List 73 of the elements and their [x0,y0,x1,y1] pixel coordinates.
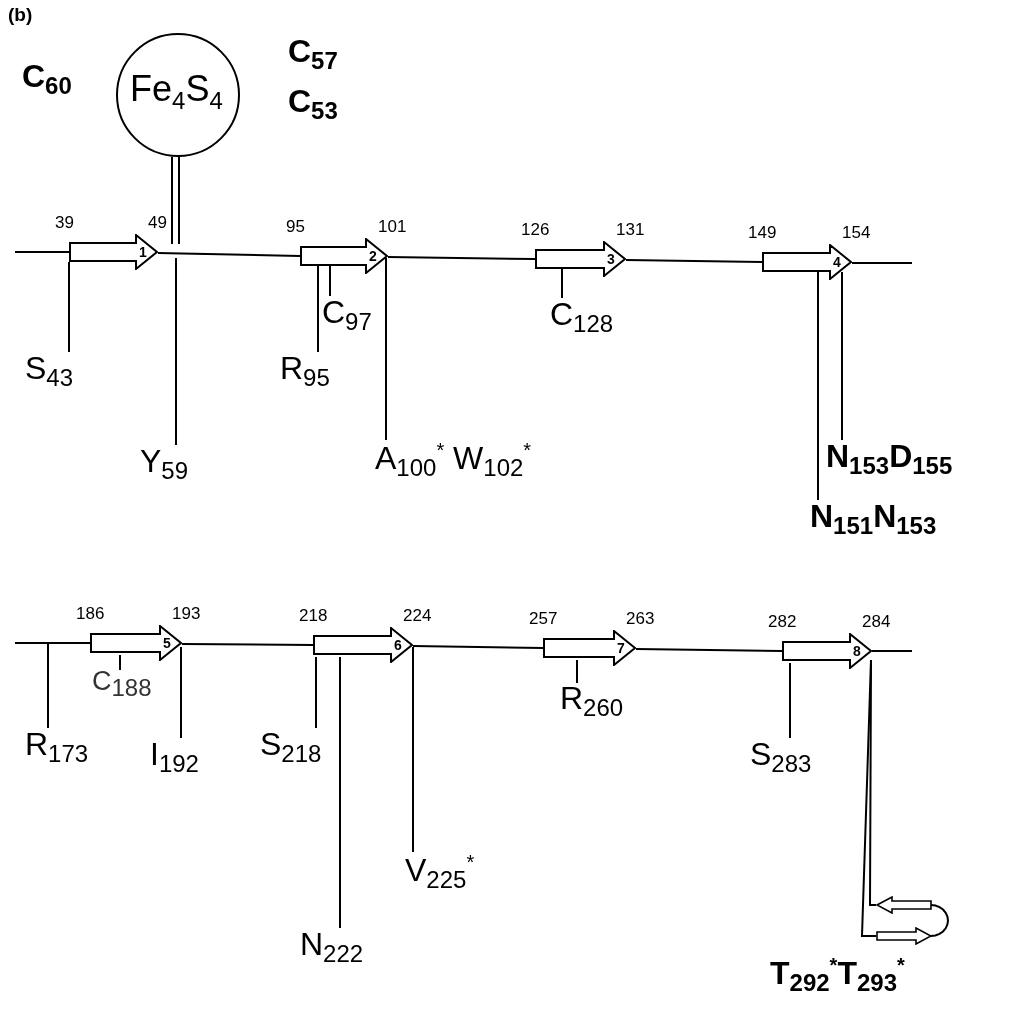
leader-line [175,257,177,446]
leader-line [119,654,121,671]
backbone-line [157,252,301,257]
residue-number: 263 [626,610,655,627]
leader-line [180,646,182,739]
residue-label: C$_{60}$ [22,60,72,99]
leader-line [317,265,319,353]
leader-line [412,646,414,853]
leader-line [329,265,331,297]
residue-label: S$_{43}$ [25,352,74,391]
residue-number: 224 [403,607,432,624]
residue-label: S$_{218}$ [260,728,322,767]
backbone-line [635,648,783,652]
leader-line [385,257,387,441]
backbone-line [871,650,913,652]
leader-line [339,656,341,929]
backbone-line [14,251,70,253]
leader-line [576,659,578,684]
strand-number: 3 [607,252,615,266]
residue-number: 95 [286,218,305,235]
leader-line [789,662,791,739]
cluster-label: Fe$_{4}$S$_{4}$ [130,71,223,114]
residue-label: C$_{57}$ [288,35,338,74]
leader-line [68,261,70,353]
backbone-line [869,659,877,906]
residue-label: R$_{95}$ [280,352,330,391]
residue-label: C$_{97}$ [322,296,372,335]
residue-number: 186 [76,605,105,622]
double-line [171,156,180,245]
backbone-line [387,256,536,260]
residue-label: C$_{128}$ [550,298,614,337]
strand-arrow [876,896,932,914]
strand-number: 7 [617,641,625,655]
backbone-line [181,643,314,646]
backbone-line [930,904,949,937]
strand-number: 6 [394,638,402,652]
panel-label: (b) [8,4,33,26]
residue-number: 154 [842,224,871,241]
residue-number: 131 [616,221,645,238]
residue-number: 101 [378,218,407,235]
residue-number: 257 [529,610,558,627]
leader-line [47,642,49,729]
backbone-line [625,259,763,263]
residue-label: C$_{53}$ [288,85,338,124]
residue-number: 126 [521,221,550,238]
leader-line [315,656,317,729]
residue-label: I$_{192}$ [150,738,199,777]
strand-number: 8 [853,644,861,658]
residue-label: N$_{222}$ [300,928,364,967]
backbone-line [14,642,91,644]
strand-number: 1 [139,245,147,259]
residue-label: C$_{188}$ [92,668,152,701]
residue-number: 49 [148,214,167,231]
residue-number: 282 [768,613,797,630]
backbone-line [412,645,544,649]
strand-number: 5 [163,636,171,650]
residue-number: 284 [862,613,891,630]
leader-line [841,271,843,441]
residue-label: R$_{260}$ [560,682,624,721]
leader-line [561,268,563,299]
strand-number: 2 [369,249,377,263]
residue-number: 39 [55,214,74,231]
strand-number: 4 [833,255,841,269]
residue-label: R$_{173}$ [25,728,89,767]
residue-label: S$_{283}$ [750,738,812,777]
residue-number: 149 [748,224,777,241]
residue-number: 218 [299,607,328,624]
residue-label: N$_{151}$N$_{153}$ [810,500,937,539]
backbone-line [851,262,913,264]
residue-label: Y$_{59}$ [140,445,189,484]
leader-line [817,271,819,501]
residue-number: 193 [172,605,201,622]
residue-label: N$_{153}$D$_{155}$ [826,440,953,479]
